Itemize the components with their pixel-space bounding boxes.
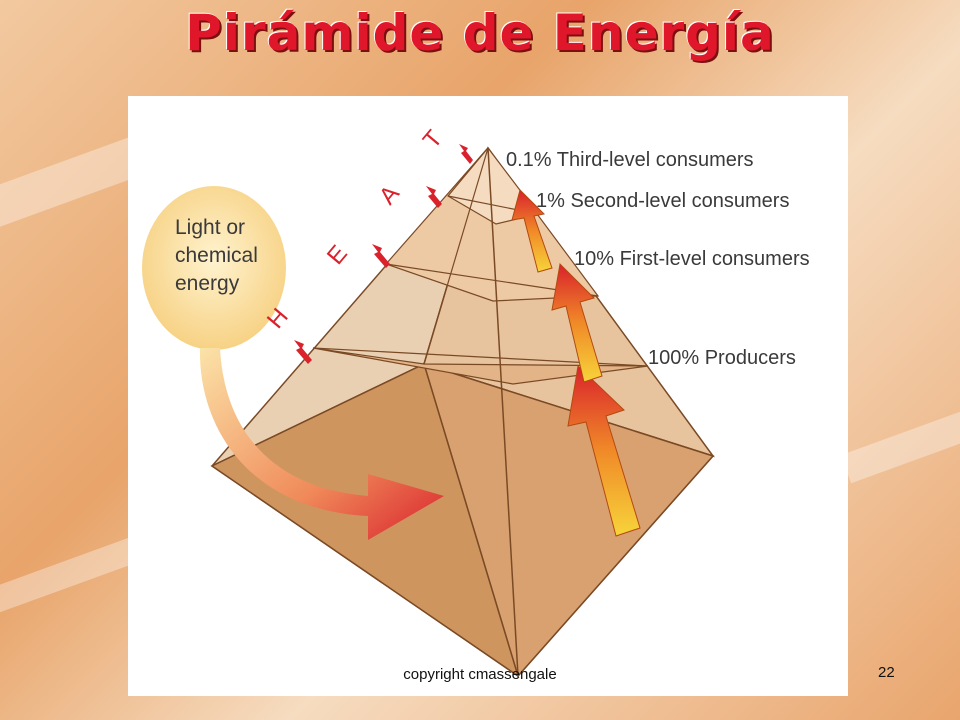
pyramid-edge bbox=[487, 147, 519, 677]
heat-letter-a: A bbox=[374, 180, 405, 210]
label-third-level-consumers: 0.1% Third-level consumers bbox=[506, 149, 754, 171]
label-first-level-consumers: 10% First-level consumers bbox=[574, 248, 810, 270]
heat-arrow-2 bbox=[372, 244, 390, 268]
heat-letter-e: E bbox=[322, 240, 353, 270]
diagram-panel: Light or chemical energy H E A T 0.1% Th… bbox=[128, 96, 848, 696]
heat-arrow-1 bbox=[294, 340, 312, 364]
pyramid-left-front-face bbox=[210, 362, 520, 678]
energy-up-arrow-3 bbox=[511, 189, 553, 273]
energy-source-line-1: Light or bbox=[175, 216, 245, 239]
heat-arrow-4 bbox=[459, 144, 473, 164]
energy-up-arrow-1 bbox=[567, 364, 641, 537]
slide-title: Pirámide de Energía bbox=[185, 4, 775, 62]
label-second-level-consumers: 1% Second-level consumers bbox=[536, 190, 789, 212]
slide-number: 22 bbox=[878, 664, 895, 681]
heat-letter-t: T bbox=[418, 125, 448, 154]
energy-pyramid-diagram: Light or chemical energy H E A T 0.1% Th… bbox=[142, 125, 810, 678]
background-streak bbox=[840, 386, 960, 484]
energy-up-arrow-2 bbox=[551, 262, 603, 383]
energy-source-line-3: energy bbox=[175, 272, 240, 295]
energy-source-sun bbox=[142, 186, 286, 350]
label-producers: 100% Producers bbox=[648, 347, 796, 369]
energy-source-line-2: chemical bbox=[175, 244, 258, 267]
energy-input-arrow bbox=[199, 348, 444, 540]
slide-footer: copyright cmassengale bbox=[403, 666, 557, 683]
heat-arrow-3 bbox=[426, 186, 442, 208]
pyramid-edge bbox=[423, 147, 489, 365]
